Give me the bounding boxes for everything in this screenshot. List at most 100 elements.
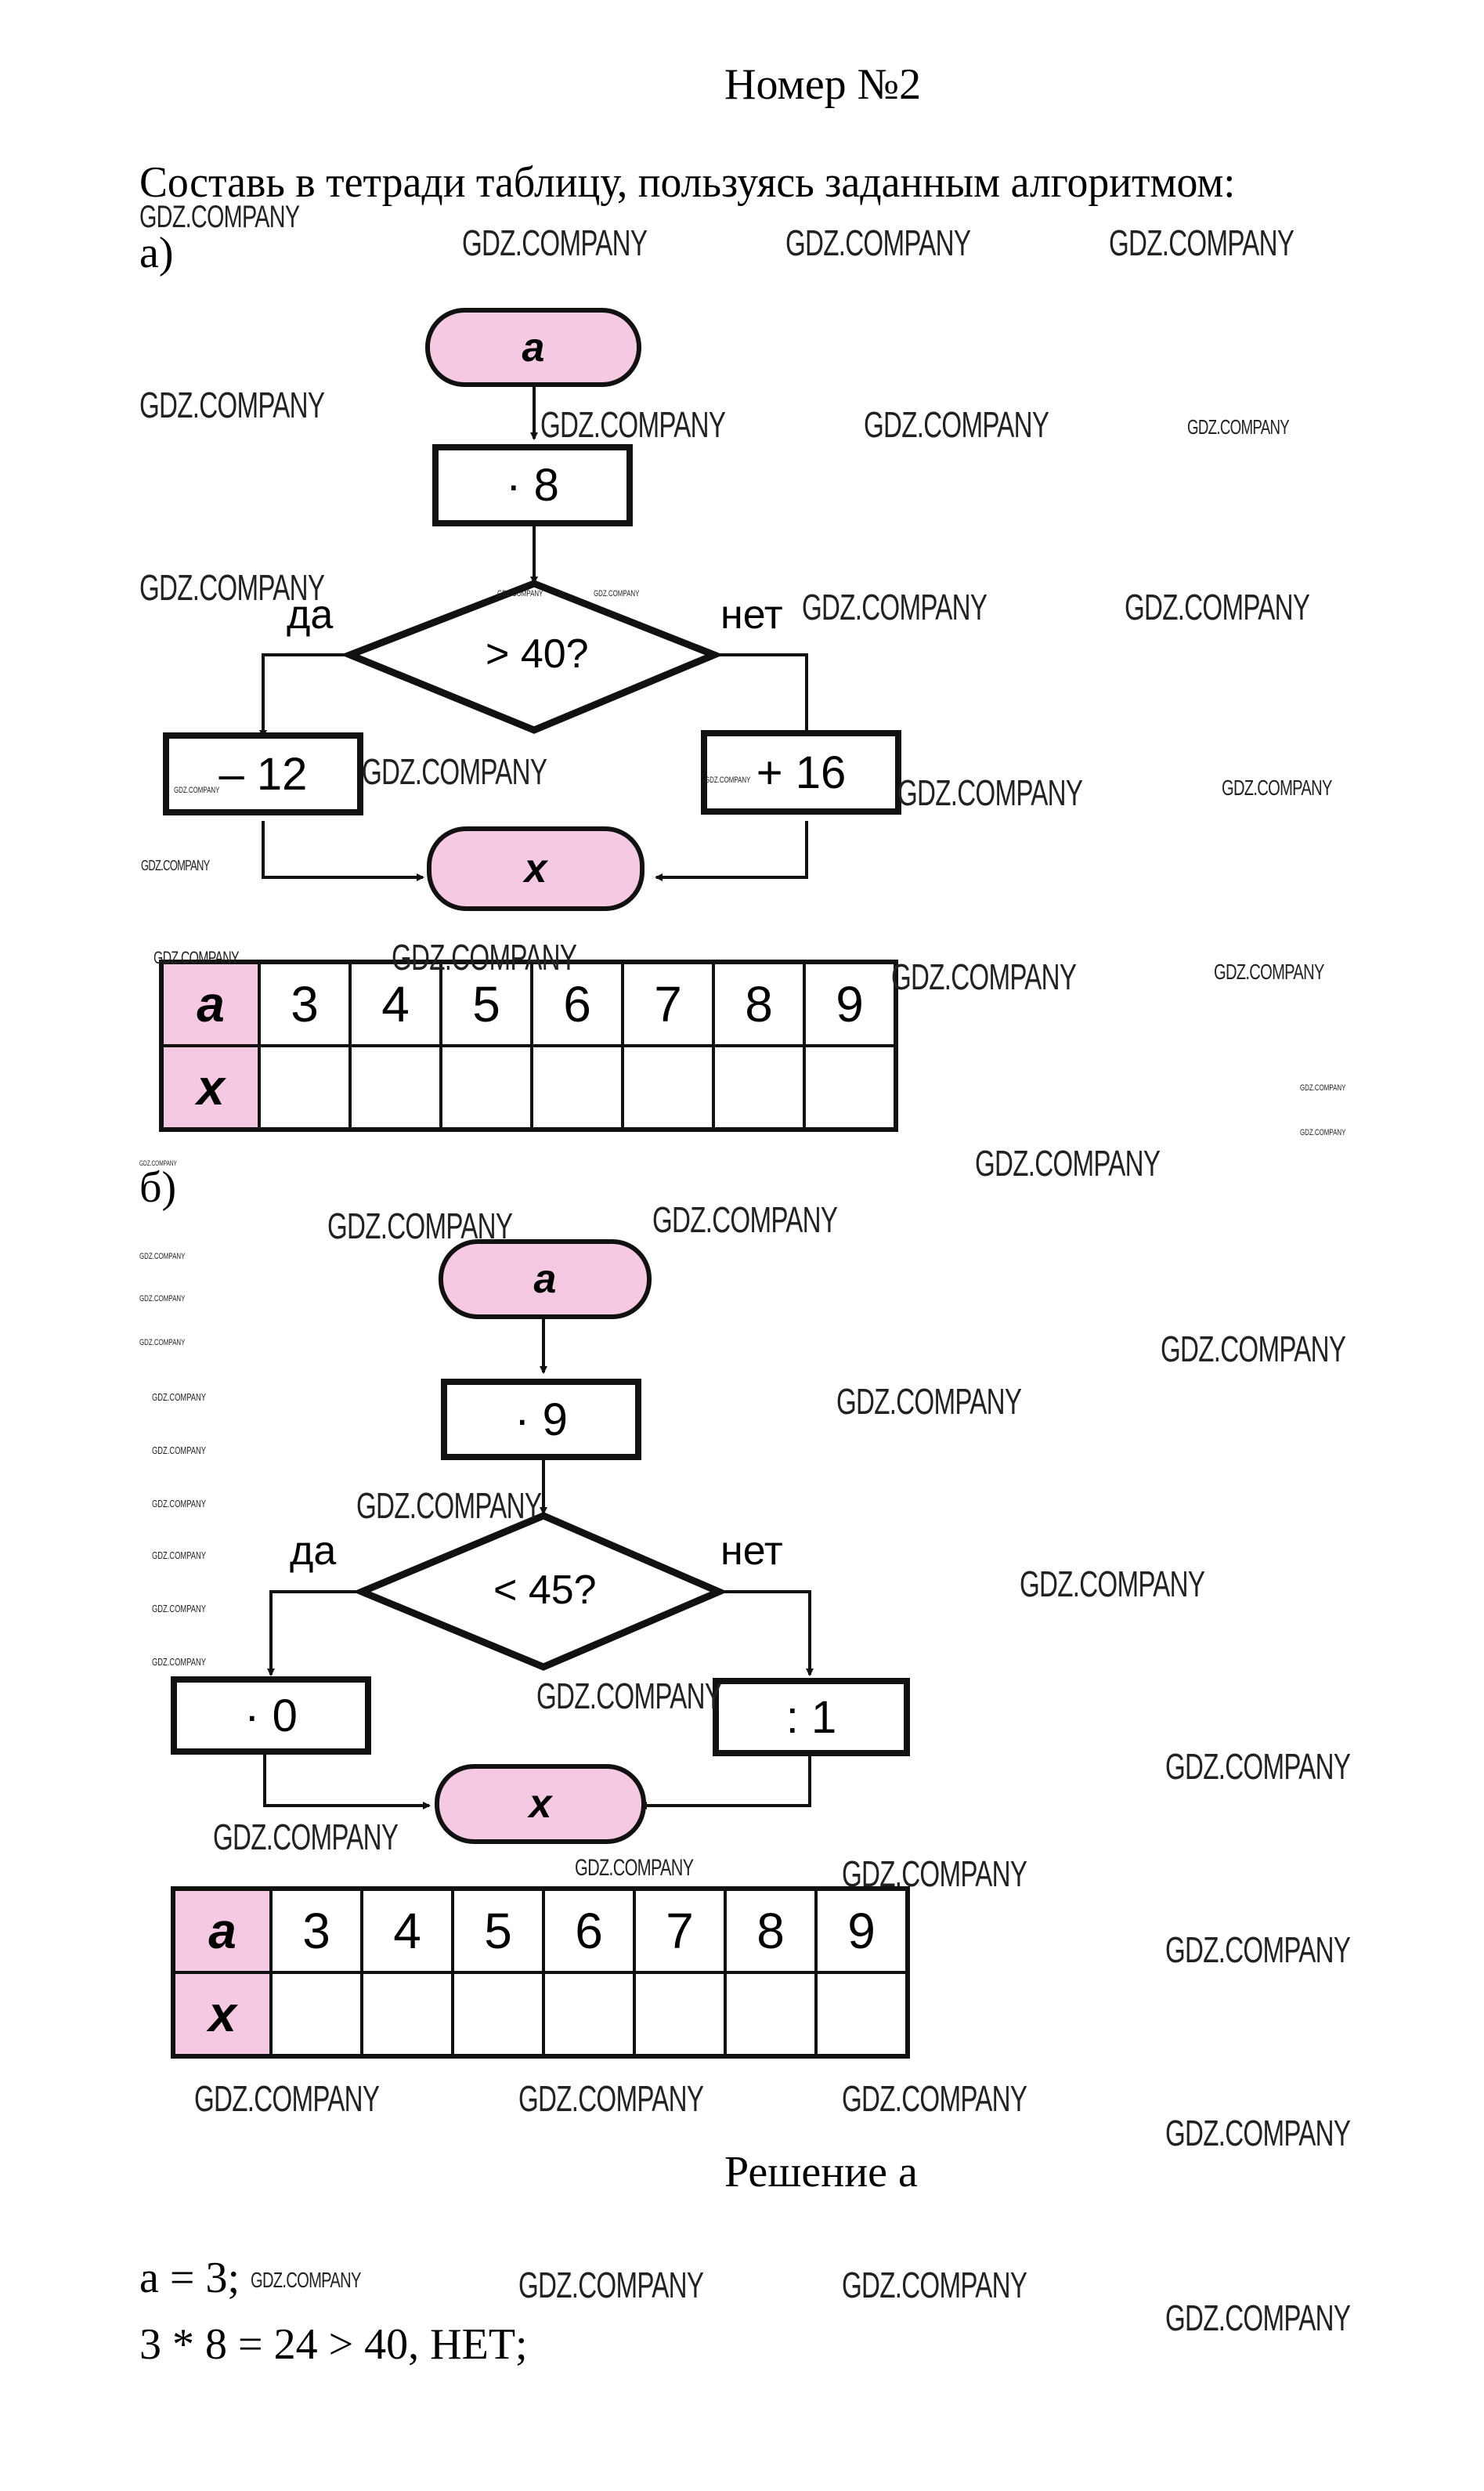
arrow-no-branch-b (719, 1590, 814, 1676)
watermark: GDZ.COMPANY (152, 1603, 206, 1614)
x-value-cell (724, 1971, 818, 2058)
solution-line: 3 * 8 = 24 > 40, НЕТ; (139, 2320, 528, 2369)
watermark: GDZ.COMPANY (153, 948, 240, 967)
a-value-cell: 8 (712, 960, 806, 1047)
watermark: GDZ.COMPANY (518, 2265, 704, 2305)
step-label-b: · 9 (515, 1394, 568, 1445)
table-row-a: a 3 4 5 6 7 8 9 (160, 960, 897, 1047)
watermark: GDZ.COMPANY (141, 858, 210, 873)
table-b: a 3 4 5 6 7 8 9 x (171, 1886, 910, 2059)
arrow-yes-to-end (262, 821, 424, 881)
watermark: GDZ.COMPANY (842, 2078, 1027, 2119)
watermark: GDZ.COMPANY (362, 751, 547, 792)
arrow-yes-branch-b (267, 1590, 362, 1676)
no-step-label: + 16 (756, 747, 847, 798)
watermark: GDZ.COMPANY (139, 1294, 186, 1303)
a-value-cell: 4 (360, 1887, 454, 1974)
condition-diamond-b (352, 1512, 728, 1671)
watermark: GDZ.COMPANY (1300, 1083, 1346, 1093)
watermark: GDZ.COMPANY (1165, 2113, 1351, 2153)
a-value-cell: 7 (633, 1887, 727, 1974)
watermark: GDZ.COMPANY (152, 1444, 206, 1456)
end-label-b: x (529, 1781, 552, 1827)
arrow-yes-branch (259, 653, 350, 738)
watermark: GDZ.COMPANY (594, 589, 640, 598)
section-b-label: б) (139, 1163, 177, 1212)
a-value-cell: 4 (348, 960, 442, 1047)
watermark: GDZ.COMPANY (536, 1676, 722, 1716)
watermark: GDZ.COMPANY (1161, 1329, 1346, 1369)
watermark: GDZ.COMPANY (864, 404, 1049, 445)
a-value-cell: 6 (542, 1887, 636, 1974)
watermark: GDZ.COMPANY (802, 587, 988, 627)
watermark: GDZ.COMPANY (1165, 1929, 1351, 1970)
x-value-cell (814, 1971, 909, 2058)
watermark: GDZ.COMPANY (462, 222, 648, 263)
start-label: a (522, 324, 545, 371)
end-terminal: x (427, 826, 645, 911)
watermark: GDZ.COMPANY (251, 2268, 361, 2292)
watermark: GDZ.COMPANY (897, 772, 1083, 813)
watermark: GDZ.COMPANY (213, 1817, 399, 1857)
watermark: GDZ.COMPANY (1214, 960, 1324, 984)
watermark: GDZ.COMPANY (785, 222, 971, 263)
x-value-cell (258, 1044, 352, 1131)
watermark: GDZ.COMPANY (842, 1853, 1027, 1894)
a-value-cell: 3 (269, 1887, 363, 1974)
watermark: GDZ.COMPANY (842, 2265, 1027, 2305)
watermark: GDZ.COMPANY (518, 2078, 704, 2119)
watermark: GDZ.COMPANY (1125, 587, 1310, 627)
row-header-a: a (172, 1887, 273, 1974)
yes-label: да (287, 592, 334, 638)
a-value-cell: 7 (621, 960, 715, 1047)
x-value-cell (530, 1044, 624, 1131)
watermark: GDZ.COMPANY (194, 2078, 380, 2119)
multiply-step: · 8 (432, 444, 633, 526)
no-label: нет (720, 592, 783, 638)
a-value-cell: 5 (439, 960, 533, 1047)
yes-label-b: да (290, 1528, 337, 1574)
x-value-cell (712, 1044, 806, 1131)
no-label-b: нет (720, 1528, 783, 1574)
x-value-cell (360, 1971, 454, 2058)
table-row-a: a 3 4 5 6 7 8 9 (172, 1887, 909, 1974)
solution-title: Решение а (724, 2148, 918, 2196)
page-title: Номер №2 (724, 60, 922, 109)
start-label-b: a (533, 1256, 557, 1302)
watermark: GDZ.COMPANY (139, 200, 300, 234)
x-value-cell (621, 1044, 715, 1131)
task-text: Составь в тетради таблицу, пользуясь зад… (139, 158, 1236, 207)
yes-step-label-b: · 0 (244, 1690, 298, 1741)
solution-line: a = 3; (139, 2254, 240, 2302)
x-value-cell (633, 1971, 727, 2058)
x-value-cell (542, 1971, 636, 2058)
divide-step: : 1 (713, 1678, 910, 1756)
watermark: GDZ.COMPANY (392, 937, 577, 978)
watermark: GDZ.COMPANY (139, 1159, 177, 1167)
row-header-x: x (160, 1044, 261, 1131)
watermark: GDZ.COMPANY (327, 1206, 513, 1246)
step-label: · 8 (506, 460, 559, 511)
start-terminal: a (425, 308, 641, 387)
watermark: GDZ.COMPANY (705, 776, 751, 785)
add-step: + 16 (701, 730, 901, 815)
watermark: GDZ.COMPANY (1187, 415, 1290, 439)
subtract-step: – 12 (163, 732, 363, 815)
arrow-no-to-end-b (639, 1755, 811, 1810)
watermark: GDZ.COMPANY (152, 1549, 206, 1561)
a-value-cell: 5 (451, 1887, 545, 1974)
flowchart-b-connectors (263, 1313, 814, 1810)
table-row-x: x (172, 1971, 909, 2058)
watermark: GDZ.COMPANY (975, 1143, 1161, 1184)
a-value-cell: 6 (530, 960, 624, 1047)
watermark: GDZ.COMPANY (152, 1391, 206, 1403)
x-value-cell (451, 1971, 545, 2058)
watermark: GDZ.COMPANY (1020, 1564, 1205, 1604)
table-row-x: x (160, 1044, 897, 1131)
watermark: GDZ.COMPANY (1222, 776, 1332, 800)
watermark: GDZ.COMPANY (836, 1381, 1022, 1422)
watermark: GDZ.COMPANY (139, 567, 325, 608)
watermark: GDZ.COMPANY (540, 404, 726, 445)
watermark: GDZ.COMPANY (152, 1498, 206, 1509)
a-value-cell: 3 (258, 960, 352, 1047)
